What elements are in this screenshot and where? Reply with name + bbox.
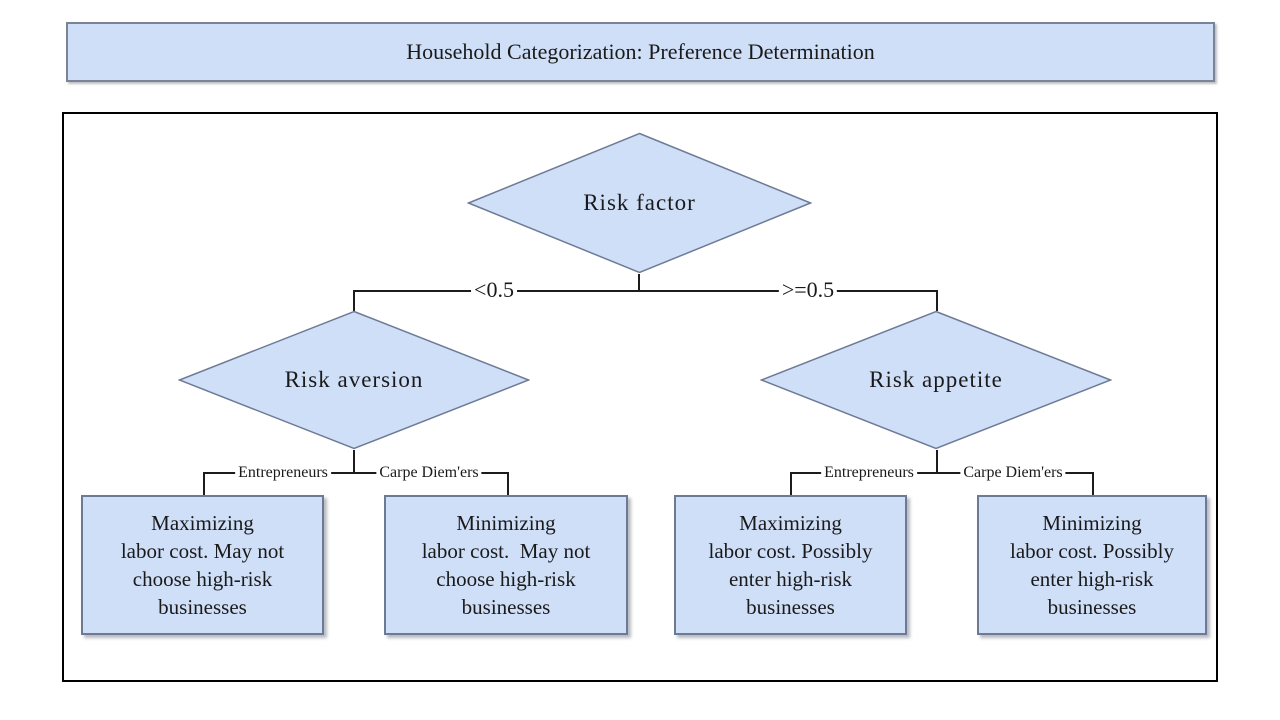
outcome-text-line: enter high-risk: [728, 567, 853, 591]
connector-line: [203, 472, 205, 495]
connector-line: [1092, 472, 1094, 495]
decision-node-label: Risk factor: [583, 190, 696, 215]
decision-node-label: Risk appetite: [869, 367, 1003, 392]
branch-label-right: >=0.5: [778, 277, 838, 303]
connector-line: [353, 450, 355, 474]
decision-node-label: Risk aversion: [284, 367, 424, 392]
outcome-box-risk-aversion-carpe-diemers: Minimizing labor cost. May not choose hi…: [384, 495, 628, 635]
diamond-shape: [178, 310, 530, 450]
outcome-text-line: businesses: [461, 595, 551, 619]
sub-branch-label-entrepreneurs: Entrepreneurs: [235, 464, 331, 482]
connector-line: [638, 274, 640, 292]
connector-line: [936, 290, 938, 311]
outcome-box-risk-appetite-entrepreneurs: Maximizing labor cost. Possibly enter hi…: [674, 495, 907, 635]
connector-line: [936, 450, 938, 474]
diamond-shape: [760, 310, 1112, 450]
outcome-text-line: businesses: [158, 595, 247, 619]
outcome-text-line: labor cost. Possibly: [1010, 539, 1174, 563]
sub-branch-label-carpe-diemers: Carpe Diem'ers: [960, 464, 1066, 482]
connector-line: [353, 290, 938, 292]
outcome-text-line: choose high-risk: [132, 567, 273, 591]
decision-node-risk-aversion: Risk aversion: [178, 310, 530, 450]
outcome-text-line: enter high-risk: [1030, 567, 1154, 591]
diagram-title: Household Categorization: Preference Det…: [406, 39, 875, 64]
diamond-shape: [467, 132, 812, 274]
decision-node-risk-factor: Risk factor: [467, 132, 812, 274]
outcome-text-line: businesses: [746, 595, 835, 619]
outcome-text-line: businesses: [1047, 595, 1137, 619]
outcome-box-risk-aversion-entrepreneurs: Maximizing labor cost. May not choose hi…: [81, 495, 324, 635]
title-bar: Household Categorization: Preference Det…: [66, 22, 1215, 82]
connector-line: [507, 472, 509, 495]
outcome-box-risk-appetite-carpe-diemers: Minimizing labor cost. Possibly enter hi…: [977, 495, 1207, 635]
connector-line: [790, 472, 1094, 474]
branch-label-left: <0.5: [471, 277, 517, 303]
sub-branch-label-carpe-diemers: Carpe Diem'ers: [376, 464, 482, 482]
decision-node-risk-appetite: Risk appetite: [760, 310, 1112, 450]
outcome-text-line: Maximizing: [151, 511, 254, 535]
outcome-text-line: choose high-risk: [436, 567, 576, 591]
outcome-text-line: labor cost. May not: [120, 539, 285, 563]
sub-branch-label-entrepreneurs: Entrepreneurs: [821, 464, 917, 482]
outcome-text-line: Minimizing: [1042, 511, 1142, 535]
connector-line: [203, 472, 509, 474]
diagram-canvas: Risk factor <0.5 >=0.5 Risk aversion Ris…: [62, 112, 1218, 682]
connector-line: [790, 472, 792, 495]
connector-line: [353, 290, 355, 311]
outcome-text-line: Maximizing: [739, 511, 842, 535]
outcome-text-line: labor cost. Possibly: [708, 539, 873, 563]
outcome-text-line: labor cost. May not: [421, 539, 591, 563]
outcome-text-line: Minimizing: [456, 511, 556, 535]
